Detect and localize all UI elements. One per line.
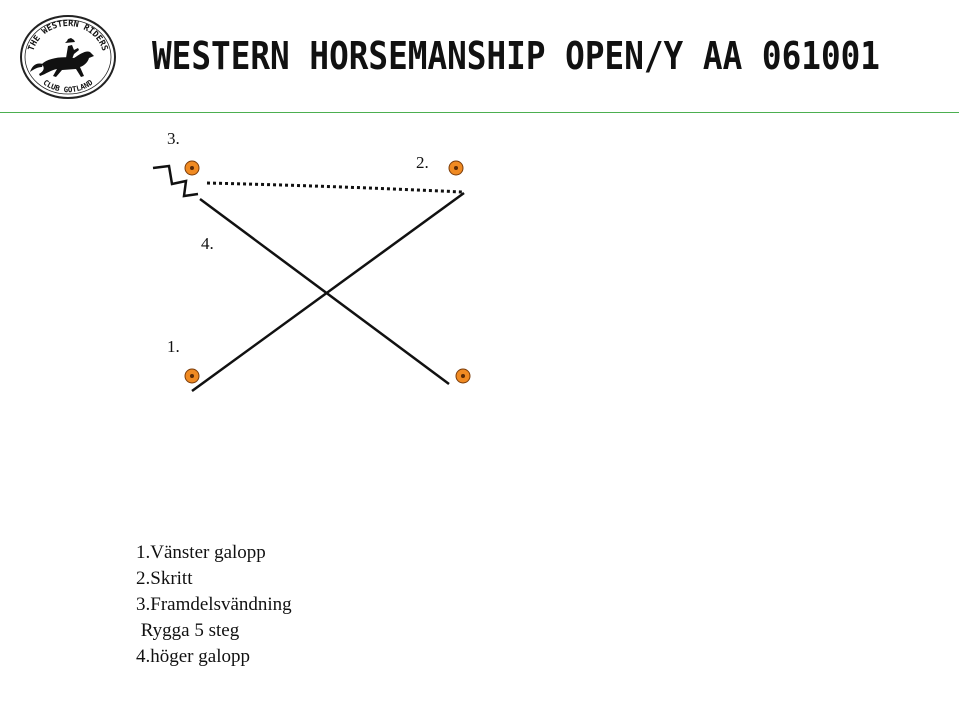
cone-marker — [184, 368, 200, 384]
step-item: 2.Skritt — [136, 568, 193, 589]
cone-marker — [184, 160, 200, 176]
steps-list: 1.Vänster galopp 2.Skritt 3.Framdelsvänd… — [136, 540, 292, 670]
club-logo: THE WESTERN RIDERS CLUB GOTLAND — [20, 15, 116, 99]
cone-marker — [448, 160, 464, 176]
pattern-label-1: 1. — [167, 337, 180, 356]
horse-rider-icon — [30, 38, 94, 77]
pattern-label-3: 3. — [167, 129, 180, 148]
step-item: Rygga 5 steg — [136, 620, 240, 641]
pattern-label-2: 2. — [416, 153, 429, 172]
pattern-label-4: 4. — [201, 234, 214, 253]
back-up-zigzag — [152, 164, 199, 198]
left-lope-line — [191, 191, 465, 393]
step-item: 1.Vänster galopp — [136, 542, 266, 563]
step-item: 4.höger galopp — [136, 646, 250, 667]
header-divider — [0, 112, 959, 113]
walk-path-line — [206, 181, 463, 194]
cone-marker — [455, 368, 471, 384]
page-title: WESTERN HORSEMANSHIP OPEN/Y AA 061001 — [152, 34, 880, 78]
right-lope-line — [199, 197, 450, 386]
step-item: 3.Framdelsvändning — [136, 594, 292, 615]
